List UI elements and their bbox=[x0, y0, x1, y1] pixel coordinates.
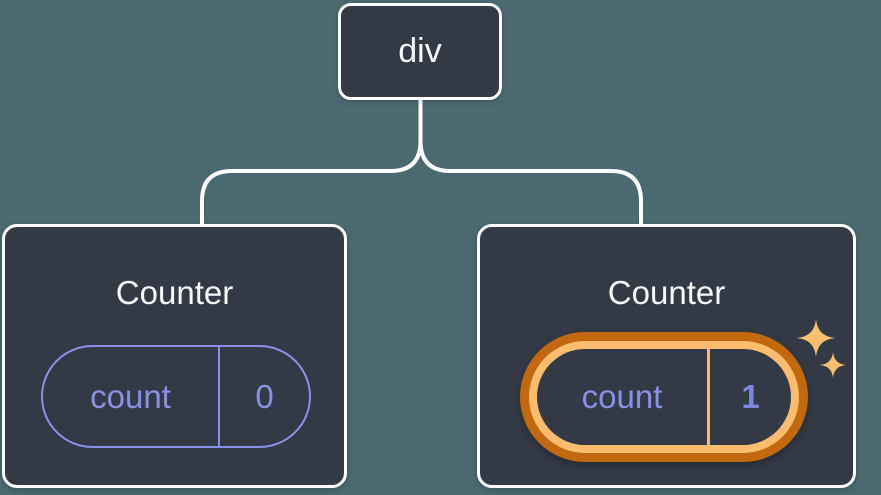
highlight-ring-inner: count 1 bbox=[529, 341, 799, 453]
state-pill: count 1 bbox=[537, 349, 791, 445]
state-pill-highlight-ring: count 1 bbox=[520, 332, 808, 462]
counter-card-left: Counter count 0 bbox=[2, 224, 347, 488]
counter-card-right: Counter count 1 bbox=[477, 224, 856, 488]
component-title: Counter bbox=[607, 274, 726, 311]
sparkle-icon bbox=[797, 319, 835, 357]
root-node: div bbox=[338, 3, 502, 100]
state-value: 0 bbox=[218, 347, 309, 446]
sparkle-icon bbox=[820, 352, 846, 378]
state-value: 1 bbox=[707, 349, 791, 445]
component-title: Counter bbox=[115, 274, 234, 311]
state-pill: count 0 bbox=[41, 345, 311, 448]
state-name: count bbox=[581, 378, 663, 415]
state-name: count bbox=[90, 377, 171, 415]
root-node-label: div bbox=[398, 32, 442, 70]
